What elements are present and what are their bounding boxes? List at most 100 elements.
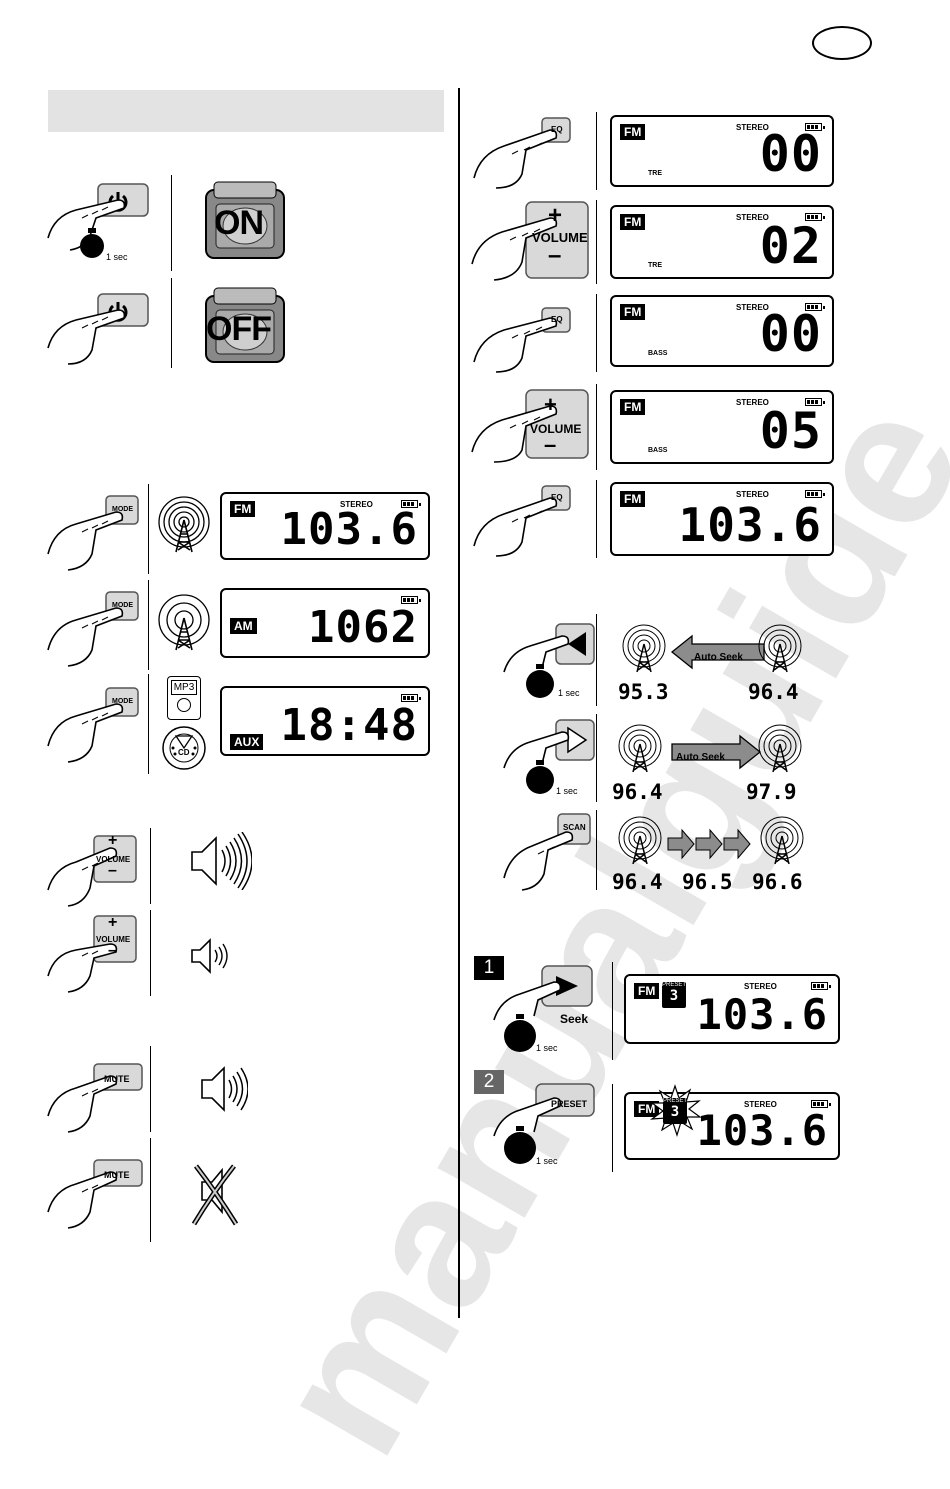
- mp3-label: MP3: [171, 680, 197, 695]
- lcd-eq-bass-05: FM STEREO BASS 05: [610, 390, 834, 464]
- mode-button-label[interactable]: MODE: [112, 602, 133, 609]
- scan-button-label[interactable]: SCAN: [563, 823, 586, 832]
- stereo-label: STEREO: [744, 982, 777, 991]
- frequency-display: 103.6: [696, 990, 828, 1039]
- battery-icon: [401, 500, 421, 508]
- tower-icon: [758, 724, 802, 773]
- divider: [596, 614, 597, 706]
- speaker-loud-icon: [191, 832, 252, 890]
- divider: [612, 1084, 613, 1172]
- band-label: AUX: [230, 734, 264, 750]
- volume-minus-label[interactable]: –: [548, 242, 562, 269]
- hand-press-seek-down-icon: [503, 623, 595, 698]
- band-label: FM: [620, 304, 646, 320]
- arrow-right-icon: [695, 828, 723, 860]
- volume-label[interactable]: VOLUME: [96, 855, 131, 864]
- preset-indicator: PRESET 3: [662, 982, 686, 1008]
- volume-plus-label[interactable]: +: [108, 832, 118, 849]
- seek-from-frequency: 95.3: [618, 680, 669, 704]
- eq-button-label[interactable]: EQ: [551, 315, 563, 324]
- preset-indicator: PRESET 3: [663, 1098, 687, 1124]
- section-header-bar: [48, 90, 444, 132]
- seek-down-diagram: [622, 624, 802, 673]
- volume-plus-label[interactable]: +: [544, 392, 557, 417]
- radio-off-icon: [205, 287, 285, 363]
- scan-frequency-2: 96.5: [682, 870, 733, 894]
- eq-button-label[interactable]: EQ: [551, 125, 563, 134]
- band-label: FM: [634, 983, 660, 999]
- battery-icon: [811, 982, 831, 990]
- volume-minus-label[interactable]: –: [108, 862, 117, 879]
- band-label: FM: [620, 491, 646, 507]
- stereo-label: STEREO: [736, 123, 769, 132]
- step-2-badge: 2: [474, 1070, 504, 1094]
- eq-value-display: 05: [759, 402, 822, 460]
- divider: [171, 278, 172, 368]
- auto-seek-label: Auto Seek: [694, 652, 743, 663]
- battery-icon: [401, 596, 421, 604]
- on-label: ON: [214, 204, 264, 242]
- volume-plus-label[interactable]: +: [108, 914, 118, 931]
- auto-seek-label: Auto Seek: [676, 752, 725, 763]
- hand-press-volume-up-icon: [471, 201, 589, 281]
- seek-label: Seek: [560, 1012, 589, 1026]
- hand-press-volume-up-icon: [47, 835, 137, 907]
- hand-press-power-on-icon: [47, 183, 149, 258]
- eq-value-display: 00: [759, 125, 822, 183]
- preset-number: 3: [669, 988, 679, 1004]
- mute-button-label[interactable]: MUTE: [104, 1170, 130, 1180]
- volume-label[interactable]: VOLUME: [96, 935, 131, 944]
- eq-button-label[interactable]: EQ: [551, 493, 563, 502]
- eq-mode-label: BASS: [648, 350, 668, 357]
- hand-press-mode-icon: [47, 687, 139, 763]
- lcd-eq-treble-00: FM STEREO TRE 00: [610, 115, 834, 187]
- volume-label[interactable]: VOLUME: [532, 230, 588, 245]
- lcd-fm: FM STEREO 103.6: [220, 492, 430, 560]
- speaker-sound-icon: [201, 1066, 248, 1112]
- battery-icon: [811, 1100, 831, 1108]
- eq-mode-label: BASS: [648, 447, 668, 454]
- divider: [150, 1138, 151, 1242]
- divider: [596, 714, 597, 802]
- divider: [150, 910, 151, 996]
- cd-icon: [162, 726, 206, 770]
- stereo-label: STEREO: [340, 500, 373, 509]
- hand-press-mute-icon: [47, 1159, 143, 1229]
- hold-time-label: 1 sec: [536, 1043, 558, 1053]
- battery-icon: [401, 694, 421, 702]
- volume-minus-label[interactable]: –: [108, 942, 117, 959]
- divider: [148, 674, 149, 774]
- preset-button-label[interactable]: PRESET: [551, 1099, 588, 1109]
- mode-button-label[interactable]: MODE: [112, 698, 133, 705]
- hand-press-preset-icon: [493, 1083, 595, 1164]
- tower-icon: [618, 724, 662, 773]
- lcd-eq-treble-02: FM STEREO TRE 02: [610, 205, 834, 279]
- hand-press-seek-up-icon: [493, 965, 593, 1052]
- mute-button-label[interactable]: MUTE: [104, 1074, 130, 1084]
- tower-icon: [622, 624, 666, 673]
- volume-label[interactable]: VOLUME: [530, 422, 582, 436]
- stereo-label: STEREO: [744, 1100, 777, 1109]
- seek-from-frequency: 96.4: [612, 780, 663, 804]
- volume-plus-label[interactable]: +: [548, 202, 563, 229]
- frequency-display: 103.6: [696, 1106, 828, 1155]
- hand-press-volume-down-icon: [47, 915, 137, 993]
- band-label: FM: [620, 214, 646, 230]
- volume-minus-label[interactable]: –: [544, 432, 557, 457]
- mode-button-label[interactable]: MODE: [112, 506, 133, 513]
- cd-label: CD: [178, 748, 190, 757]
- battery-icon: [805, 398, 825, 406]
- stereo-label: STEREO: [736, 398, 769, 407]
- arrow-right-icon: [671, 734, 762, 770]
- lcd-preset-store: FM PRESET 3 STEREO 103.6: [624, 1084, 840, 1160]
- hand-press-seek-up-icon: [503, 719, 595, 794]
- radio-on-icon: [205, 181, 285, 259]
- frequency-display: 103.6: [678, 498, 822, 552]
- mp3-player-icon: MP3: [167, 676, 201, 720]
- seek-up-diagram: [618, 724, 802, 773]
- divider: [596, 112, 597, 190]
- eq-mode-label: TRE: [648, 262, 662, 269]
- hand-press-scan-icon: [503, 813, 591, 891]
- battery-icon: [805, 213, 825, 221]
- hold-time-label: 1 sec: [558, 688, 580, 698]
